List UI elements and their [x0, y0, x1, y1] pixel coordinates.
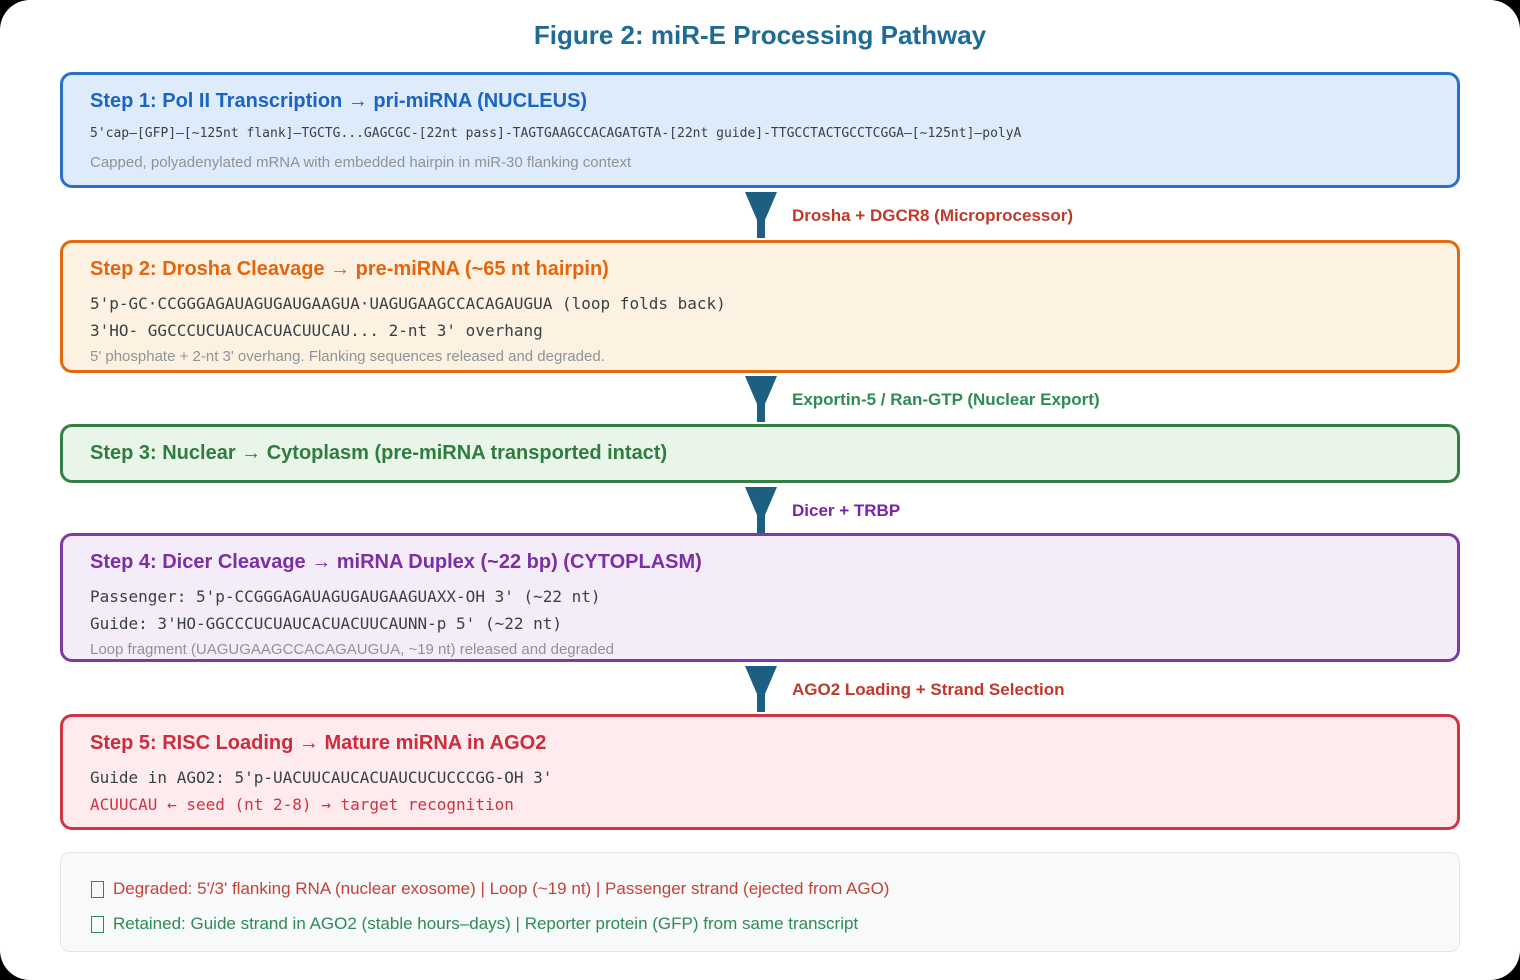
- arrow-3-label: Dicer + TRBP: [792, 500, 901, 520]
- step-4-note: Loop fragment (UAGUGAAGCCACAGAUGUA, ~19 …: [90, 641, 615, 659]
- arrow-1-label: Drosha + DGCR8 (Microprocessor): [792, 205, 1074, 225]
- step-3-box: Step 3: Nuclear → Cytoplasm (pre-miRNA t…: [60, 424, 1460, 483]
- down-arrow-icon: [745, 487, 777, 533]
- arrow-3-row: Dicer + TRBP: [60, 487, 1460, 533]
- step-2-note: 5' phosphate + 2-nt 3' overhang. Flankin…: [90, 348, 605, 366]
- step-5-title: Step 5: RISC Loading → Mature miRNA in A…: [90, 732, 547, 754]
- step-1-sequence: 5'cap—[GFP]—[~125nt flank]—TGCTG...GAGCG…: [90, 126, 1022, 141]
- step-2-box: Step 2: Drosha Cleavage → pre-miRNA (~65…: [60, 240, 1460, 373]
- step-1-title: Step 1: Pol II Transcription → pri-miRNA…: [90, 90, 588, 112]
- step-2-sequence-bottom: 3'HO- GGCCCUCUAUCACUACUUCAU... 2-nt 3' o…: [90, 321, 543, 341]
- step-4-box: Step 4: Dicer Cleavage → miRNA Duplex (~…: [60, 533, 1460, 662]
- down-arrow-icon: [745, 376, 777, 422]
- step-5-seed-line: ACUUCAU ← seed (nt 2-8) → target recogni…: [90, 795, 514, 815]
- summary-degraded-text: Degraded: 5'/3' flanking RNA (nuclear ex…: [113, 879, 890, 898]
- arrow-2-label: Exportin-5 / Ran-GTP (Nuclear Export): [792, 389, 1100, 409]
- arrow-1-row: Drosha + DGCR8 (Microprocessor): [60, 192, 1460, 238]
- step-5-box: Step 5: RISC Loading → Mature miRNA in A…: [60, 714, 1460, 830]
- step-1-note: Capped, polyadenylated mRNA with embedde…: [90, 153, 632, 171]
- summary-box: Degraded: 5'/3' flanking RNA (nuclear ex…: [60, 852, 1460, 952]
- step-4-title: Step 4: Dicer Cleavage → miRNA Duplex (~…: [90, 551, 702, 573]
- arrow-4-row: AGO2 Loading + Strand Selection: [60, 666, 1460, 712]
- down-arrow-icon: [745, 666, 777, 712]
- step-1-box: Step 1: Pol II Transcription → pri-miRNA…: [60, 72, 1460, 188]
- arrow-2-row: Exportin-5 / Ran-GTP (Nuclear Export): [60, 376, 1460, 422]
- step-4-passenger-strand: Passenger: 5'p-CCGGGAGAUAGUGAUGAAGUAXX-O…: [90, 587, 601, 606]
- step-5-guide-in-ago2: Guide in AGO2: 5'p-UACUUCAUCACUAUCUCUCCC…: [90, 768, 553, 787]
- step-2-title: Step 2: Drosha Cleavage → pre-miRNA (~65…: [90, 258, 609, 280]
- down-arrow-icon: [745, 192, 777, 238]
- step-3-title: Step 3: Nuclear → Cytoplasm (pre-miRNA t…: [90, 442, 668, 464]
- summary-retained-text: Retained: Guide strand in AGO2 (stable h…: [113, 914, 859, 934]
- step-2-sequence-top: 5'p-GC·CCGGGAGAUAGUGAUGAAGUA·UAGUGAAGCCA…: [90, 294, 726, 313]
- figure-title: Figure 2: miR-E Processing Pathway: [533, 20, 987, 50]
- summary-degraded-line: Degraded: 5'/3' flanking RNA (nuclear ex…: [91, 879, 1429, 899]
- missing-glyph-icon: [91, 880, 104, 898]
- summary-retained-line: Retained: Guide strand in AGO2 (stable h…: [91, 914, 1429, 934]
- arrow-4-label: AGO2 Loading + Strand Selection: [792, 679, 1065, 699]
- step-4-guide-strand: Guide: 3'HO-GGCCCUCUAUCACUACUUCAUNN-p 5'…: [90, 614, 563, 634]
- missing-glyph-icon: [91, 916, 104, 934]
